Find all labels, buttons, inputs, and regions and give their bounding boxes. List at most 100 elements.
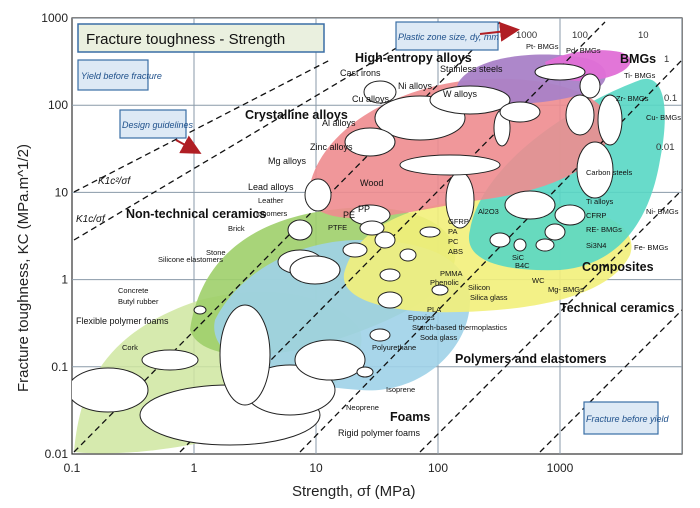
label-crystalline-alloys: Crystalline alloys bbox=[245, 108, 348, 122]
label-silica-glass: Silica glass bbox=[470, 293, 508, 302]
label-stone: Stone bbox=[206, 248, 226, 257]
label-ni-alloys: Ni alloys bbox=[398, 81, 433, 91]
label-butyl-rubber: Butyl rubber bbox=[118, 297, 159, 306]
guideline-yield-boundary bbox=[73, 21, 501, 453]
chart-title: Fracture toughness - Strength bbox=[86, 31, 285, 48]
material-ellipses bbox=[72, 63, 623, 446]
label-zr-bmgs: Zr- BMGs bbox=[616, 94, 649, 103]
ellipse-gfrp bbox=[419, 226, 441, 238]
ellipse-pt-bmg bbox=[579, 73, 601, 99]
fracture-before-yield-text: Fracture before yield bbox=[586, 414, 670, 424]
ellipse-w-alloys bbox=[499, 101, 541, 123]
design-guidelines-text: Design guidelines bbox=[122, 120, 194, 130]
label-phenolic: Phenolic bbox=[430, 278, 459, 287]
label-al2o3: Al2O3 bbox=[478, 207, 499, 216]
contour-label-1: 1 bbox=[664, 54, 669, 65]
ellipse-pa bbox=[399, 248, 417, 262]
label-fe-bmgs: Fe- BMGs bbox=[634, 243, 668, 252]
label-zinc-alloys: Zinc alloys bbox=[310, 142, 353, 152]
label-wc: WC bbox=[532, 276, 545, 285]
y-tick-label: 1 bbox=[61, 273, 68, 287]
label-leather: Leather bbox=[258, 196, 284, 205]
label-pe: PE bbox=[343, 210, 355, 220]
label-silicon: Silicon bbox=[468, 283, 490, 292]
x-tick-label: 10 bbox=[309, 461, 323, 475]
ellipse-flexible-foams bbox=[72, 367, 149, 413]
yield-before-fracture-box: Yield before fracture bbox=[77, 59, 162, 91]
label-starch-thermoplastics: Starch-based thermoplastics bbox=[412, 323, 507, 332]
label-b4c: B4C bbox=[515, 261, 530, 270]
ellipse-pmma bbox=[379, 268, 401, 282]
x-axis-title: Strength, σf (MPa) bbox=[292, 483, 415, 500]
label-ti-bmgs: Ti- BMGs bbox=[624, 71, 656, 80]
label-polyurethane: Polyurethane bbox=[372, 343, 416, 352]
x-tick-label: 100 bbox=[428, 461, 448, 475]
contour-label-0.1: 0.1 bbox=[664, 93, 677, 104]
ellipse-mg-alloys bbox=[399, 154, 501, 176]
design-guidelines-box: Design guidelines bbox=[119, 109, 202, 154]
label-epoxies: Epoxies bbox=[408, 313, 435, 322]
x-tick-label: 0.1 bbox=[64, 461, 81, 475]
y-tick-label: 0.01 bbox=[45, 447, 69, 461]
ellipse-silicon bbox=[431, 284, 449, 296]
label-ptfe: PTFE bbox=[328, 223, 347, 232]
guideline-k1c2-sigma bbox=[73, 59, 331, 193]
label-wood: Wood bbox=[360, 178, 383, 188]
title-box: Fracture toughness - Strength bbox=[77, 23, 325, 53]
label-w-alloys: W alloys bbox=[443, 89, 478, 99]
label-pd-bmgs: Pd- BMGs bbox=[566, 46, 601, 55]
label-pp: PP bbox=[358, 204, 370, 214]
ellipse-b4c bbox=[489, 232, 511, 248]
ellipse-pe bbox=[374, 231, 396, 249]
label-pc: PC bbox=[448, 237, 459, 246]
label-concrete: Concrete bbox=[118, 286, 148, 295]
ellipse-leather bbox=[287, 219, 313, 241]
label-polymers-elastomers: Polymers and elastomers bbox=[455, 352, 607, 366]
ellipse-cork bbox=[141, 349, 199, 371]
contour-label-1000: 1000 bbox=[516, 30, 537, 41]
label-al-alloys: Al alloys bbox=[322, 118, 356, 128]
label-bmgs: BMGs bbox=[620, 52, 656, 66]
label-cfrp: CFRP bbox=[586, 211, 606, 220]
label-mg-alloys: Mg alloys bbox=[268, 156, 307, 166]
ellipse-polyurethane bbox=[369, 328, 391, 342]
label-ni-bmgs: Ni- BMGs bbox=[646, 207, 679, 216]
label-cu-bmgs: Cu- BMGs bbox=[646, 113, 681, 122]
label-k1c-sigma: K1c/σf bbox=[76, 214, 106, 225]
guideline-zone-0.1 bbox=[539, 309, 682, 453]
y-tick-label: 100 bbox=[48, 98, 68, 112]
label-gfrp: GFRP bbox=[448, 217, 469, 226]
ellipse-stone bbox=[289, 255, 341, 285]
label-cork: Cork bbox=[122, 343, 138, 352]
label-neoprene: Neoprene bbox=[346, 403, 379, 412]
label-stainless-steels: Stainless steels bbox=[440, 64, 503, 74]
ellipse-ti-alloys bbox=[597, 94, 623, 146]
label-ti-alloys: Ti alloys bbox=[586, 197, 613, 206]
label-ionomers: Ionomers bbox=[256, 209, 288, 218]
label-cu-alloys: Cu alloys bbox=[352, 94, 390, 104]
ellipse-cfrp bbox=[554, 204, 586, 226]
label-isoprene: Isoprene bbox=[386, 385, 415, 394]
ellipse-pp bbox=[359, 220, 385, 236]
ellipse-steels bbox=[565, 94, 595, 136]
x-tick-label: 1 bbox=[191, 461, 198, 475]
ellipse-si3n4 bbox=[535, 238, 555, 252]
label-mg-bmgs: Mg- BMGs bbox=[548, 285, 584, 294]
fracture-before-yield-box: Fracture before yield bbox=[583, 401, 670, 435]
contour-label-0.01: 0.01 bbox=[656, 142, 675, 153]
label-pt-bmgs: Pt- BMGs bbox=[526, 42, 559, 51]
label-abs: ABS bbox=[448, 247, 463, 256]
ellipse-al-alloys bbox=[344, 127, 396, 157]
label-sic: SiC bbox=[512, 253, 525, 262]
ellipse-isoprene bbox=[356, 366, 374, 378]
yield-before-fracture-text: Yield before fracture bbox=[81, 71, 162, 81]
label-re-bmgs: RE- BMGs bbox=[586, 225, 622, 234]
label-cast-irons: Cast irons bbox=[340, 68, 381, 78]
contour-label-10: 10 bbox=[638, 30, 649, 41]
label-pmma: PMMA bbox=[440, 269, 463, 278]
label-lead-alloys: Lead alloys bbox=[248, 182, 294, 192]
plastic-zone-text: Plastic zone size, dy, mm bbox=[398, 32, 499, 42]
label-carbon-steels: Carbon steels bbox=[586, 168, 633, 177]
